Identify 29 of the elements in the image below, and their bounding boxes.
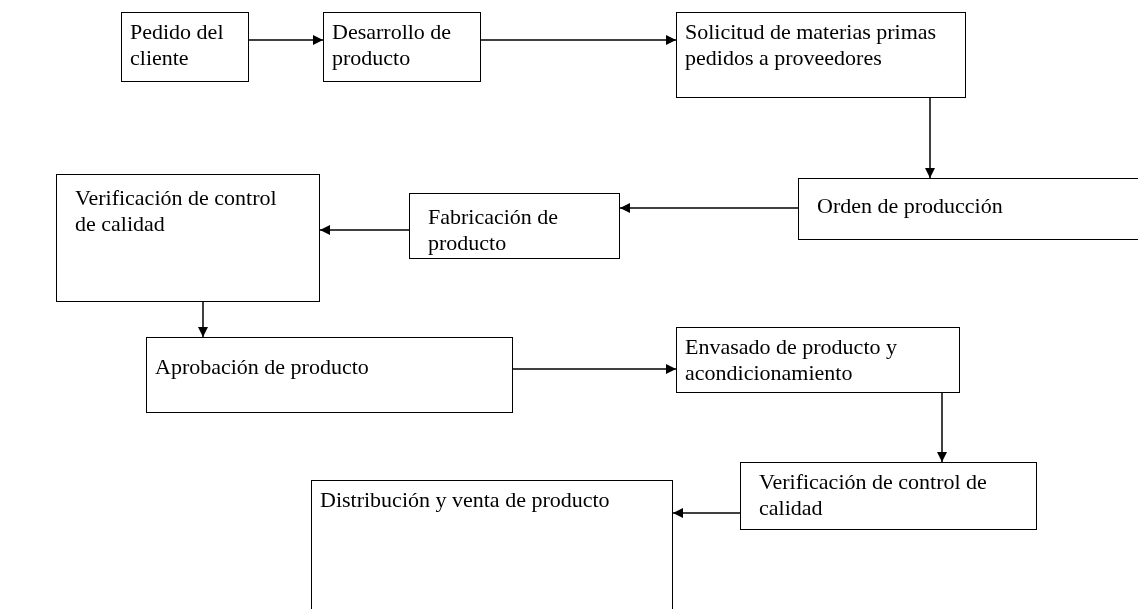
arrow bbox=[198, 301, 208, 338]
arrow bbox=[925, 97, 935, 179]
process-box bbox=[323, 12, 481, 82]
arrow bbox=[248, 35, 324, 45]
box-label: Desarrollo de producto bbox=[332, 19, 453, 72]
box-label: Orden de producción bbox=[817, 193, 1004, 220]
process-box bbox=[121, 12, 249, 82]
arrow bbox=[319, 225, 410, 235]
process-box bbox=[740, 462, 1037, 530]
box-label: Distribución y venta de producto bbox=[320, 487, 611, 514]
arrow bbox=[672, 508, 741, 518]
process-box bbox=[56, 174, 320, 302]
box-label: Verificación de control de calidad bbox=[75, 185, 278, 238]
box-label: Verificación de control de calidad bbox=[759, 469, 988, 522]
box-label: Envasado de producto y acondicionamiento bbox=[685, 334, 898, 387]
box-label: Fabricación de producto bbox=[428, 204, 560, 257]
box-label: Solicitud de materias primas pedidos a proveedores bbox=[685, 19, 938, 72]
arrow bbox=[512, 364, 677, 374]
arrow bbox=[619, 203, 799, 213]
arrow bbox=[937, 392, 947, 463]
process-box bbox=[676, 12, 966, 98]
arrow bbox=[480, 35, 677, 45]
box-label: Aprobación de producto bbox=[155, 354, 370, 381]
box-label: Pedido del cliente bbox=[130, 19, 225, 72]
process-box bbox=[798, 178, 1138, 240]
process-box bbox=[146, 337, 513, 413]
process-box bbox=[311, 480, 673, 609]
process-box bbox=[676, 327, 960, 393]
process-box bbox=[409, 193, 620, 259]
